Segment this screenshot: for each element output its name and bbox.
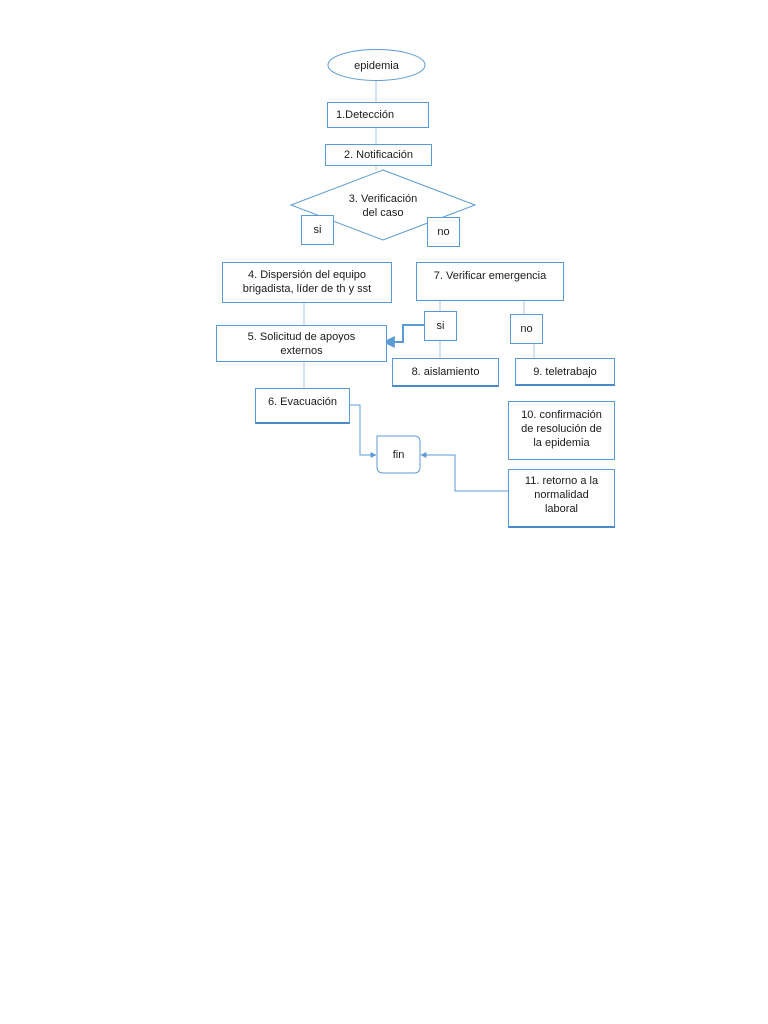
step5-label: 5. Solicitud de apoyos externos bbox=[247, 331, 356, 357]
fin-node: fin bbox=[377, 436, 420, 473]
start-ellipse-shape bbox=[327, 49, 426, 81]
step6-box: 6. Evacuación bbox=[255, 388, 350, 424]
step6-label: 6. Evacuación bbox=[267, 396, 338, 408]
decision-yes-label: si bbox=[313, 224, 322, 236]
step8-box: 8. aislamiento bbox=[392, 358, 499, 387]
decision-no-box: no bbox=[427, 217, 460, 247]
step8-label: 8. aislamiento bbox=[411, 366, 480, 378]
step5-box: 5. Solicitud de apoyos externos bbox=[216, 325, 387, 362]
step1-label: 1.Detección bbox=[336, 109, 395, 121]
step9-box: 9. teletrabajo bbox=[515, 358, 615, 386]
step7-label: 7. Verificar emergencia bbox=[433, 270, 547, 282]
fin-shape bbox=[376, 435, 421, 474]
step4-box: 4. Dispersión del equipo brigadista, líd… bbox=[222, 262, 392, 303]
step7-yes-label: si bbox=[436, 320, 445, 332]
decision-text: 3. Verificación del caso bbox=[320, 192, 446, 222]
step10-label: 10. confirmación de resolución de la epi… bbox=[521, 409, 602, 449]
step2-box: 2. Notificación bbox=[325, 144, 432, 166]
step1-box: 1.Detección bbox=[327, 102, 429, 128]
step11-box: 11. retorno a la normalidad laboral bbox=[508, 469, 615, 528]
step2-label: 2. Notificación bbox=[343, 149, 414, 161]
step10-box: 10. confirmación de resolución de la epi… bbox=[508, 401, 615, 460]
step9-label: 9. teletrabajo bbox=[533, 365, 597, 378]
decision-label: 3. Verificación del caso bbox=[348, 193, 418, 219]
step11-label: 11. retorno a la normalidad laboral bbox=[524, 475, 599, 515]
fin-label: fin bbox=[392, 448, 405, 461]
step7-no-box: no bbox=[510, 314, 543, 344]
arrow-step6-to-fin bbox=[349, 404, 377, 458]
step7-no-label: no bbox=[520, 323, 533, 335]
step4-label: 4. Dispersión del equipo brigadista, líd… bbox=[242, 269, 372, 295]
decision-yes-box: si bbox=[301, 215, 334, 245]
start-label: epidemia bbox=[354, 59, 399, 72]
start-node: epidemia bbox=[328, 50, 425, 81]
arrow-si-to-step5 bbox=[382, 324, 425, 348]
decision-no-label: no bbox=[437, 226, 450, 238]
step7-box: 7. Verificar emergencia bbox=[416, 262, 564, 301]
step7-yes-box: si bbox=[424, 311, 457, 341]
arrow-step11-to-fin bbox=[420, 452, 509, 492]
